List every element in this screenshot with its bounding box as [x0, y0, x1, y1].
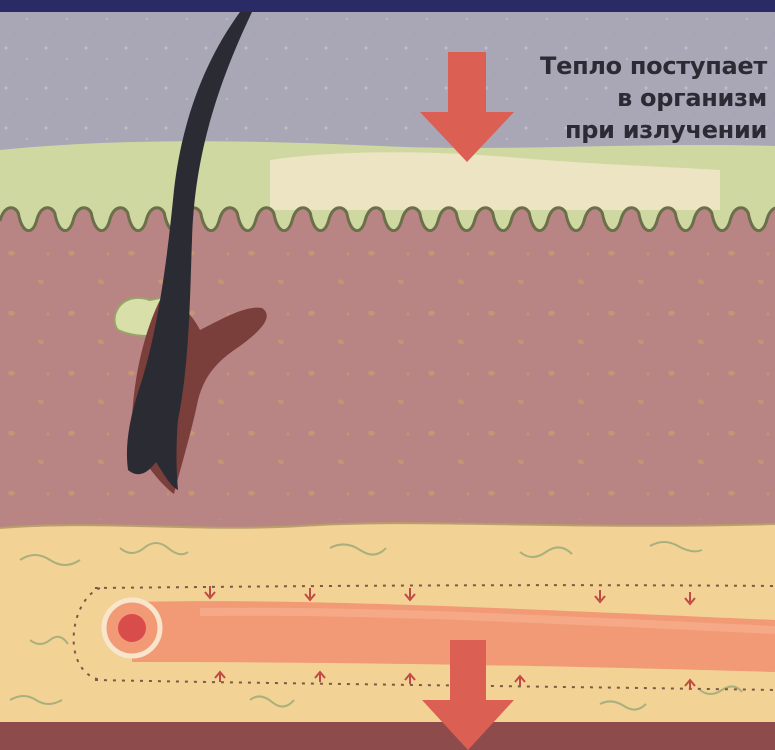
top-border — [0, 0, 775, 12]
caption-line-3: при излучении — [467, 114, 767, 146]
caption-line-1: Тепло поступает — [467, 50, 767, 82]
dermis-texture — [0, 250, 775, 520]
bottom-layer — [0, 722, 775, 750]
caption-line-2: в организм — [467, 82, 767, 114]
heat-radiation-caption: Тепло поступает в организм при излучении — [467, 50, 767, 146]
vessel-spot — [118, 614, 146, 642]
